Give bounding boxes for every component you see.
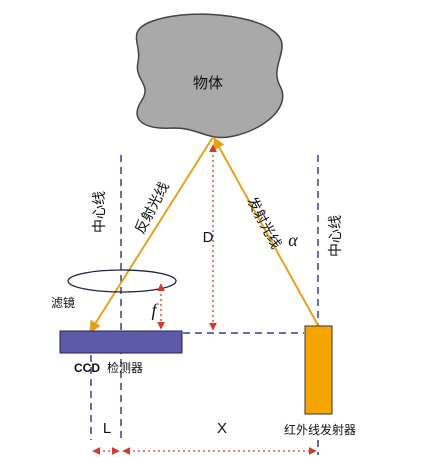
angle-alpha-label: α	[288, 230, 298, 250]
infrared-emitter	[304, 325, 333, 415]
reflected-ray	[89, 136, 214, 334]
focal-f-label: f	[151, 300, 159, 320]
ccd-detector	[59, 330, 183, 354]
filter-label: 滤镜	[51, 295, 75, 310]
ccd-label-suffix: 检测器	[107, 360, 143, 375]
object-label: 物体	[193, 74, 223, 92]
offset-l-label: L	[103, 420, 111, 437]
filter-lens	[67, 269, 177, 293]
baseline-x-label: X	[217, 420, 227, 437]
ccd-label-prefix: CCD	[74, 361, 100, 375]
distance-d-label: D	[203, 229, 214, 246]
reflected-ray-label: 反射光线	[132, 180, 172, 237]
left-center-line-label: 中心线	[92, 191, 108, 233]
right-center-line-label: 中心线	[328, 215, 344, 257]
ccd-label: CCD 检测器	[74, 360, 143, 375]
emitted-ray-label: 发射光线	[243, 195, 283, 252]
emitter-label: 红外线发射器	[284, 422, 356, 437]
emitted-ray	[213, 136, 320, 328]
